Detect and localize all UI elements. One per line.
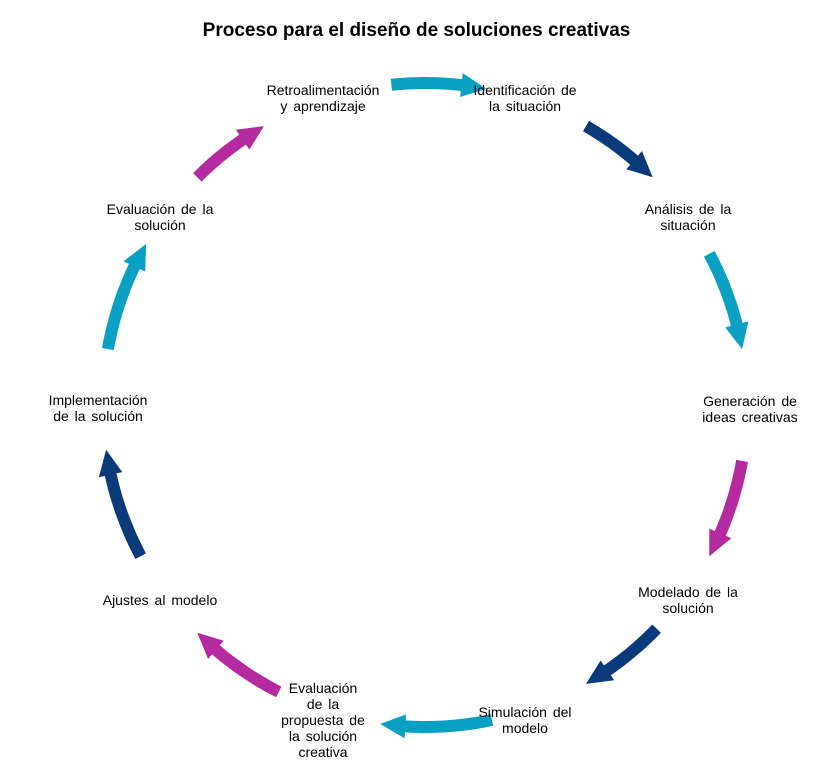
step-generacion: Generación de ideas creativas: [702, 393, 798, 425]
arrow-retro-to-identificacion: [390, 73, 487, 97]
arrow-evaluacion-to-retro: [193, 126, 264, 182]
arrow-modelado-to-simulacion: [586, 624, 661, 684]
arrow-evaluacion-propuesta-to-ajustes: [197, 632, 282, 698]
step-evaluacion-solucion: Evaluación de la solución: [106, 201, 214, 233]
diagram-title: Proceso para el diseño de soluciones cre…: [202, 20, 631, 41]
arrow-simulacion-to-evaluacion-propuesta: [380, 714, 494, 739]
step-modelado: Modelado de la solución: [638, 584, 738, 616]
step-implementacion: Implementación de la solución: [48, 392, 148, 424]
step-retroalimentacion: Retroalimentación y aprendizaje: [266, 82, 380, 114]
arrow-ajustes-to-implementacion: [98, 449, 146, 559]
arrow-identificacion-to-analisis: [583, 120, 653, 178]
step-identificacion: Identificación de la situación: [473, 82, 577, 114]
step-ajustes: Ajustes al modelo: [102, 592, 218, 608]
step-evaluacion-propuesta: Evaluación de la propuesta de la solució…: [281, 680, 365, 760]
step-simulacion: Simulación del modelo: [478, 704, 572, 736]
arrow-analisis-to-generacion: [704, 251, 749, 350]
arrow-implementacion-to-evaluacion: [102, 244, 147, 351]
arrow-generacion-to-modelado: [709, 459, 748, 557]
step-analisis: Análisis de la situación: [644, 201, 732, 233]
